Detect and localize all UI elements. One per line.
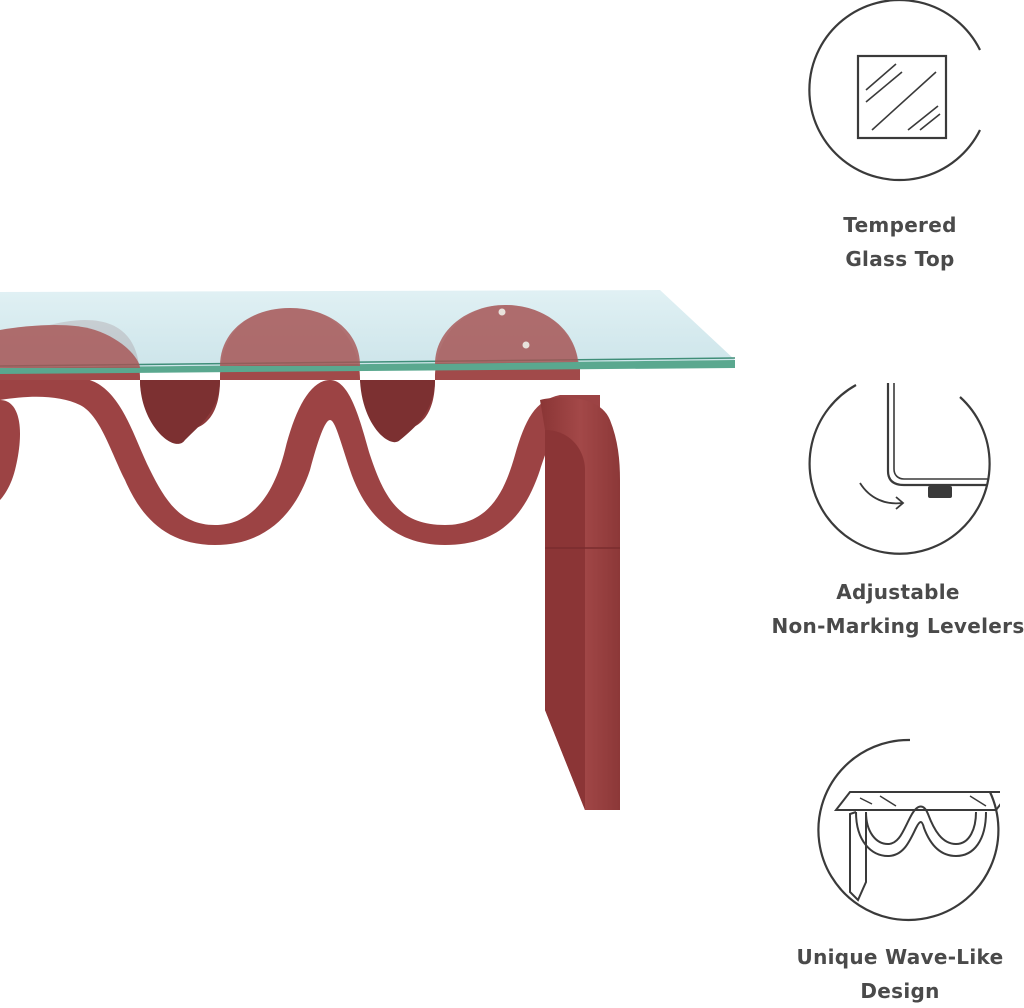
wave-hump-through-glass xyxy=(435,305,578,364)
wave-base-icon xyxy=(817,738,1000,922)
feature-wave-design: Unique Wave-Like Design xyxy=(780,732,1020,1008)
feature-label: Unique Wave-Like Design xyxy=(780,940,1020,1008)
wave-hump-through-glass xyxy=(220,308,360,366)
wave-shadow xyxy=(360,380,435,443)
feature-label: Tempered Glass Top xyxy=(800,208,1000,276)
feature-tempered-glass: Tempered Glass Top xyxy=(800,0,1000,276)
glass-pad xyxy=(522,341,530,349)
glass-edge xyxy=(0,360,735,374)
glass-corner-icon xyxy=(808,0,981,182)
feature-label: Adjustable Non-Marking Levelers xyxy=(767,575,1024,643)
product-photo xyxy=(0,290,736,810)
feature-label-line2: Non-Marking Levelers xyxy=(771,614,1024,638)
feature-label-line2: Design xyxy=(860,979,940,1003)
wave-hump-through-glass xyxy=(0,325,140,368)
feature-levelers: Adjustable Non-Marking Levelers xyxy=(767,375,1024,643)
wave-shadow xyxy=(140,380,220,444)
feature-label-line1: Unique Wave-Like xyxy=(796,945,1004,969)
wave-loop-left xyxy=(0,400,20,500)
table-leg-side xyxy=(545,430,585,810)
feature-label-line2: Glass Top xyxy=(845,247,955,271)
feature-label-line1: Adjustable xyxy=(836,580,960,604)
wave-base-front xyxy=(0,372,600,545)
glass-pad xyxy=(498,308,506,316)
leveler-icon xyxy=(808,383,991,555)
feature-label-line1: Tempered xyxy=(843,213,957,237)
